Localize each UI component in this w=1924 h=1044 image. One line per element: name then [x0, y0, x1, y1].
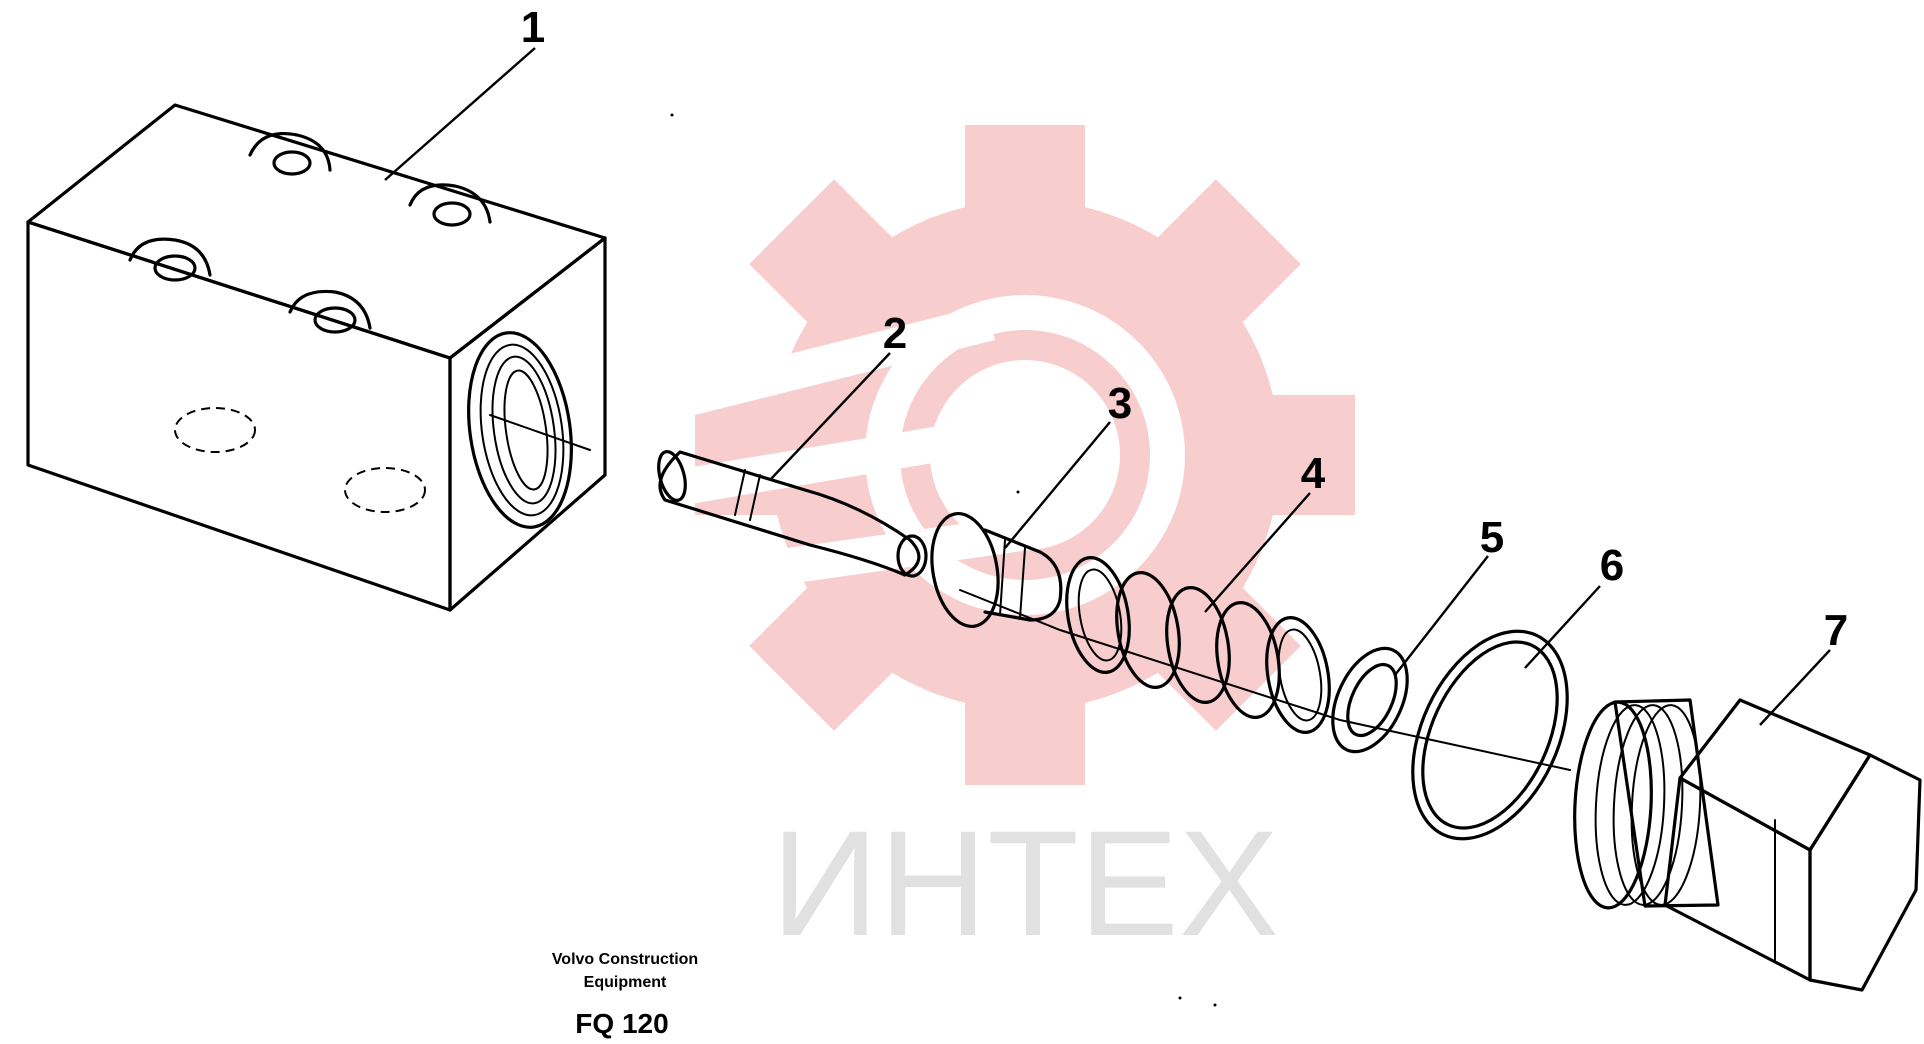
leader-line-4: [1204, 492, 1311, 613]
callout-4: 4: [1301, 449, 1326, 498]
axis-line-segment: [489, 414, 591, 451]
callout-2: 2: [883, 309, 907, 358]
caption-code: FQ 120: [575, 1008, 668, 1039]
watermark-gear: [645, 125, 1355, 785]
watermark-gear-logo: ИНТЕХ: [645, 125, 1355, 967]
leader-line-6: [1524, 585, 1601, 669]
hidden-port: [174, 407, 256, 453]
part-2-plunger: [657, 450, 928, 578]
gear-speed-lines: [645, 305, 1030, 600]
part-1-valve-housing: [26, 103, 607, 612]
part-5-washer: [1331, 646, 1409, 754]
scan-dot: [670, 113, 674, 117]
caption-manufacturer-line-2: Equipment: [584, 974, 667, 991]
callout-1: 1: [521, 3, 545, 52]
bolt-recess: [288, 289, 372, 334]
bolt-recess: [248, 132, 332, 176]
callout-7: 7: [1824, 606, 1848, 655]
scan-dot: [1213, 1003, 1217, 1007]
leader-line-7: [1759, 649, 1831, 726]
part-7-plug: [1573, 698, 1922, 992]
leader-line-2: [769, 352, 891, 481]
hidden-port: [344, 467, 426, 513]
part-3-poppet: [930, 511, 1063, 629]
bolt-recess: [128, 237, 212, 282]
axis-line: [959, 589, 1571, 771]
caption-manufacturer-line-1: Volvo Construction: [552, 951, 698, 968]
callout-5: 5: [1480, 513, 1504, 562]
part-4-spring: [1065, 556, 1331, 734]
gear-inner-hole: [930, 360, 1120, 550]
watermark-text: ИНТЕХ: [771, 799, 1279, 967]
threaded-port: [467, 331, 573, 529]
callout-6: 6: [1600, 541, 1624, 590]
part-6-o-ring: [1411, 629, 1569, 841]
scan-dot: [1016, 490, 1020, 494]
bolt-recess: [408, 183, 492, 227]
leader-line-3: [1004, 421, 1111, 549]
scan-dot: [1178, 996, 1182, 1000]
callout-3: 3: [1108, 379, 1132, 428]
leader-line-5: [1394, 555, 1489, 676]
leader-line-1: [384, 47, 536, 181]
